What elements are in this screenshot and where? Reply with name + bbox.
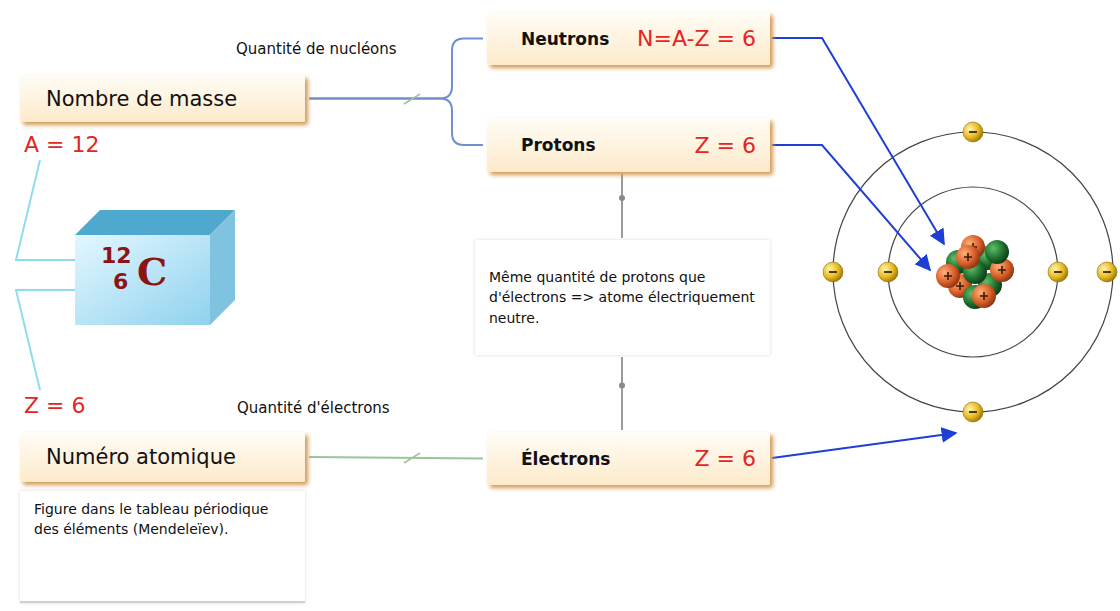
minus-sign <box>969 131 977 133</box>
note-text: Figure dans le tableau périodique des él… <box>34 499 291 540</box>
pointer-arrows <box>772 38 956 458</box>
node-pair: Neutrons N=A-Z = 6 <box>487 12 770 65</box>
bracket-slashes <box>404 94 420 463</box>
annotation-label: Quantité de nucléons <box>236 40 397 58</box>
connector-dot <box>619 383 625 389</box>
electron <box>823 262 843 282</box>
proton <box>972 284 996 308</box>
term-heading: Numéro atomique <box>46 445 236 469</box>
plus-sign <box>998 266 1006 274</box>
particle-name: Neutrons <box>521 29 609 49</box>
node-below: Nombre de masse A = 12 <box>20 75 305 157</box>
mass-number: 12 <box>101 243 132 268</box>
atomic-number: 6 <box>113 269 128 294</box>
connector-line <box>621 357 623 430</box>
proton <box>936 264 960 288</box>
connector-line <box>16 290 75 390</box>
plus-sign <box>944 272 952 280</box>
node-cube: 126C <box>75 205 235 330</box>
nucleus <box>936 235 1014 309</box>
minus-sign <box>1054 271 1062 273</box>
element-symbol: C <box>137 249 167 294</box>
electron <box>878 262 898 282</box>
connector-line <box>621 174 623 238</box>
value-box: Neutrons N=A-Z = 6 <box>487 12 770 65</box>
node-note: Même quantité de protons que d'électrons… <box>475 240 770 355</box>
term-box: Numéro atomique <box>20 432 305 482</box>
annotation-label: Quantité d'électrons <box>237 399 390 417</box>
value-box: Protons Z = 6 <box>487 118 770 172</box>
connector-dot <box>619 195 625 201</box>
particle-count: Z = 6 <box>695 133 757 158</box>
connector-line <box>309 457 483 459</box>
minus-sign <box>829 271 837 273</box>
electron <box>1048 262 1068 282</box>
electron-shells <box>823 122 1117 422</box>
electron <box>963 122 983 142</box>
node-pair: Protons Z = 6 <box>487 118 770 172</box>
node-note: Figure dans le tableau périodique des él… <box>20 491 305 603</box>
particle-count: N=A-Z = 6 <box>637 26 756 51</box>
note-text: Même quantité de protons que d'électrons… <box>489 267 756 328</box>
plus-sign <box>964 253 972 261</box>
term-value: A = 12 <box>24 132 305 157</box>
electron <box>963 402 983 422</box>
neutron <box>985 240 1009 264</box>
plus-sign <box>980 292 988 300</box>
connector-line <box>309 99 483 146</box>
particle-name: Protons <box>521 135 596 155</box>
minus-sign <box>969 411 977 413</box>
electron <box>1097 262 1117 282</box>
value-box: Électrons Z = 6 <box>487 432 770 485</box>
note-box: Même quantité de protons que d'électrons… <box>475 240 770 355</box>
particle-name: Électrons <box>521 449 610 469</box>
term-box: Nombre de masse <box>20 75 305 122</box>
minus-sign <box>884 271 892 273</box>
proton <box>956 245 980 269</box>
term-heading: Nombre de masse <box>46 87 237 111</box>
connector-line <box>16 160 75 260</box>
node-pair: Électrons Z = 6 <box>487 432 770 485</box>
minus-sign <box>1103 271 1111 273</box>
particle-count: Z = 6 <box>695 446 757 471</box>
orbits <box>833 132 1113 412</box>
note-box: Figure dans le tableau périodique des él… <box>20 491 305 603</box>
